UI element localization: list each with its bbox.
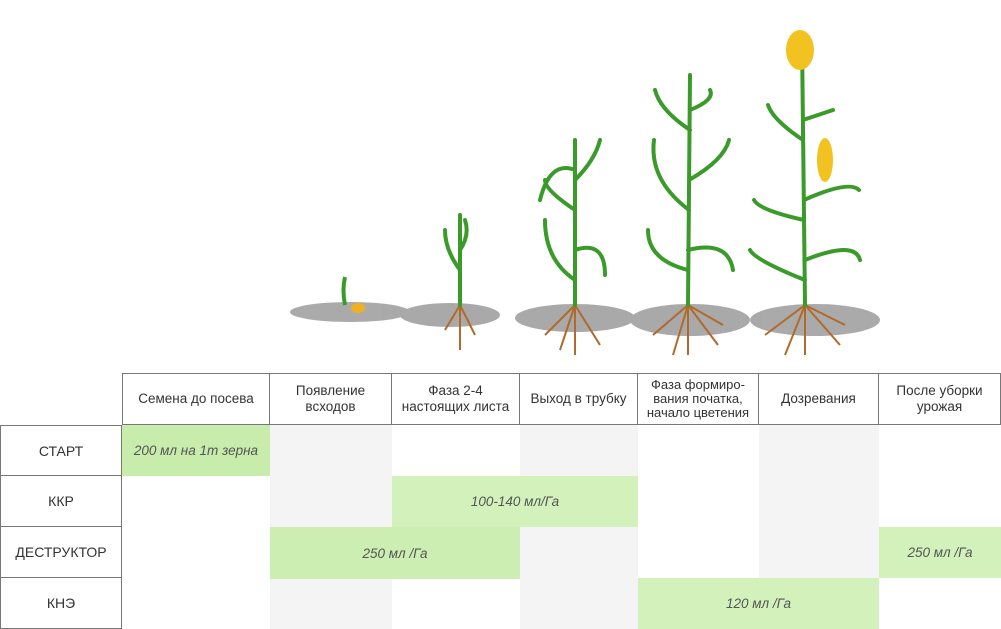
plant-stages <box>443 38 862 307</box>
stage-header: Появление всходов <box>270 373 392 425</box>
stage-header: Семена до посева <box>122 373 270 425</box>
stage-header: Выход в трубку <box>520 373 638 425</box>
roots <box>444 304 846 356</box>
stage-header: Дозревания <box>759 373 879 425</box>
stage-header: Фаза 2-4 настоящих листа <box>392 373 520 425</box>
product-label: ДЕСТРУКТОР <box>0 527 122 578</box>
dose-destructor-post-harvest: 250 мл /Га <box>879 527 1001 578</box>
stage-header: После уборки урожая <box>879 373 1001 425</box>
dose-kkr: 100-140 мл/Га <box>392 476 638 527</box>
product-label: СТАРТ <box>0 425 122 476</box>
seed-sprout <box>341 276 365 313</box>
product-label: ККР <box>0 476 122 527</box>
dose-start: 200 мл на 1т зерна <box>122 425 270 476</box>
product-label: КНЭ <box>0 578 122 629</box>
soil <box>290 302 880 336</box>
stage-column-shade <box>520 425 638 629</box>
dose-destructor-early: 250 мл /Га <box>270 527 520 579</box>
stage-header: Фаза формиро-вания початка, начало цвете… <box>638 373 759 425</box>
corn-growth-stages-illustration <box>290 30 880 356</box>
tassel-and-cob <box>786 30 833 182</box>
dose-kne: 120 мл /Га <box>638 578 879 629</box>
